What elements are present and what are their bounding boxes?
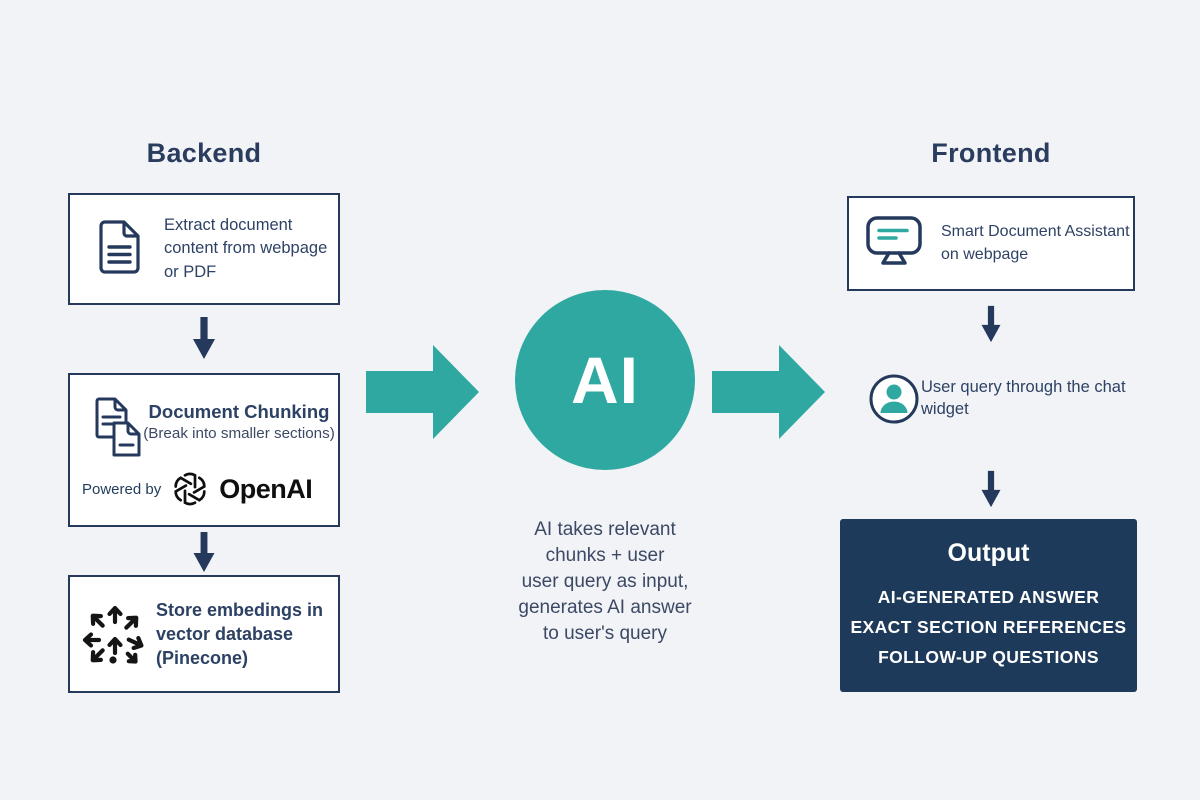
output-box: Output AI-GENERATED ANSWER EXACT SECTION… xyxy=(840,519,1137,692)
ai-description-line: chunks + user xyxy=(545,545,665,566)
ai-description-line: user query as input, xyxy=(521,571,689,592)
store-embeddings-box: Store embedings in vector database (Pine… xyxy=(68,575,340,693)
chunking-box-subtitle: (Break into smaller sections) xyxy=(143,425,335,442)
document-chunking-box: Document Chunking (Break into smaller se… xyxy=(68,373,340,527)
chunking-box-title: Document Chunking xyxy=(148,401,330,422)
output-box-title: Output xyxy=(947,539,1030,567)
arrow-right-icon xyxy=(366,342,481,447)
ai-description-line: generates AI answer xyxy=(518,597,692,618)
arrow-down-icon xyxy=(980,305,1002,348)
backend-heading: Backend xyxy=(146,138,262,168)
documents-stack-icon xyxy=(92,397,144,464)
ai-node: AI xyxy=(515,290,695,470)
powered-by-label: Powered by xyxy=(82,480,162,498)
openai-logo-icon xyxy=(170,469,210,509)
frontend-heading: Frontend xyxy=(931,138,1051,168)
extract-box-label: Extract document content from webpage or… xyxy=(164,216,328,281)
arrow-down-icon xyxy=(980,470,1002,513)
ai-description: AI takes relevant chunks + user user que… xyxy=(445,517,765,647)
assistant-box-label: Smart Document Assistant on webpage xyxy=(941,223,1130,263)
document-icon xyxy=(96,219,142,280)
scatter-arrows-icon xyxy=(82,599,144,670)
extract-document-box: Extract document content from webpage or… xyxy=(68,193,340,305)
assistant-box: Smart Document Assistant on webpage xyxy=(847,196,1135,291)
ai-description-line: to user's query xyxy=(542,623,668,644)
embeddings-box-label: Store embedings in vector database (Pine… xyxy=(156,599,324,669)
arrow-down-icon xyxy=(192,316,216,365)
openai-wordmark: OpenAI xyxy=(219,473,313,504)
user-avatar-icon xyxy=(868,373,920,430)
monitor-chat-icon xyxy=(865,215,923,272)
ai-badge-label: AI xyxy=(571,343,639,417)
arrow-down-icon xyxy=(192,531,216,578)
output-item: FOLLOW-UP QUESTIONS xyxy=(878,647,1099,667)
output-item: AI-GENERATED ANSWER xyxy=(877,587,1100,607)
powered-by-row: Powered by OpenAI xyxy=(82,469,338,509)
output-item: EXACT SECTION REFERENCES xyxy=(850,617,1127,637)
ai-description-line: AI takes relevant xyxy=(534,519,676,540)
arrow-right-icon xyxy=(712,342,827,447)
user-query-label: User query through the chat widget xyxy=(921,378,1126,418)
